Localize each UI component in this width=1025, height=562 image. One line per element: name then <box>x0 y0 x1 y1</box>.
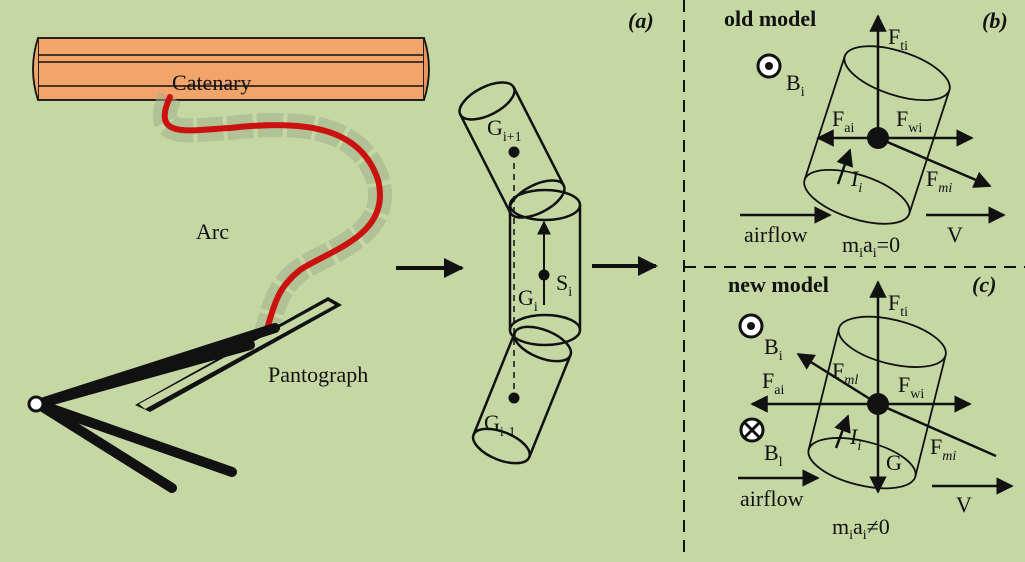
label-g-top: Gi+1 <box>487 115 522 145</box>
old-airflow-label: airflow <box>744 222 808 247</box>
point-g-bottom <box>508 392 520 404</box>
arc-path <box>161 94 383 348</box>
segment-middle <box>508 188 582 347</box>
arc-label: Arc <box>196 219 229 244</box>
new-fai-label: Fai <box>762 368 784 398</box>
old-model-b-label: Bi <box>786 70 805 100</box>
old-fmi-arrow <box>877 136 992 188</box>
old-fti-label: Fti <box>888 24 908 54</box>
panel-c-label: (c) <box>972 272 996 297</box>
old-fwi-label: Fwi <box>896 106 922 136</box>
label-g-bottom: Gi-1 <box>484 410 515 440</box>
label-g-mid: Gi <box>518 285 538 315</box>
new-condition: miai≠0 <box>832 514 890 543</box>
new-model-magnetic-field-out <box>738 313 764 339</box>
catenary-wire <box>32 37 430 101</box>
old-velocity-label: V <box>947 222 963 247</box>
new-model-cylinder <box>807 315 947 490</box>
old-model-cylinder <box>803 45 951 225</box>
new-gravity-label: G <box>886 450 902 475</box>
catenary-label: Catenary <box>172 70 251 95</box>
new-model-magnetic-field-in <box>739 417 765 443</box>
old-current-arrow <box>836 148 854 185</box>
new-fml-arrow <box>796 352 879 406</box>
point-g-top <box>508 146 520 158</box>
pantograph <box>27 297 342 493</box>
new-fml-label: Fml <box>832 358 858 388</box>
new-model-bl-label: Bl <box>764 440 783 470</box>
segment-bottom <box>471 325 573 465</box>
new-center-point <box>867 393 889 415</box>
new-model-title: new model <box>728 272 829 297</box>
new-fmi-label: Fmi <box>930 434 956 464</box>
old-fai-label: Fai <box>832 106 854 136</box>
pantograph-label: Pantograph <box>268 362 368 387</box>
new-model-bi-label: Bi <box>764 334 783 364</box>
old-current-label: Ii <box>850 166 862 196</box>
label-s: Si <box>556 270 572 300</box>
new-fmi-line <box>877 402 997 458</box>
old-model-magnetic-field <box>756 53 782 79</box>
panel-b-label: (b) <box>982 8 1008 33</box>
old-fmi-label: Fmi <box>926 166 952 196</box>
new-airflow-label: airflow <box>740 486 804 511</box>
new-velocity-label: V <box>956 492 972 517</box>
old-condition: miai=0 <box>842 232 900 261</box>
new-fwi-label: Fwi <box>898 372 924 402</box>
new-current-label: Ii <box>849 424 861 454</box>
new-current-arrow <box>834 414 851 449</box>
old-center-point <box>867 127 889 149</box>
panel-a-label: (a) <box>628 8 654 33</box>
new-fti-label: Fti <box>888 290 908 320</box>
old-model-title: old model <box>724 6 816 31</box>
point-s <box>538 269 550 281</box>
